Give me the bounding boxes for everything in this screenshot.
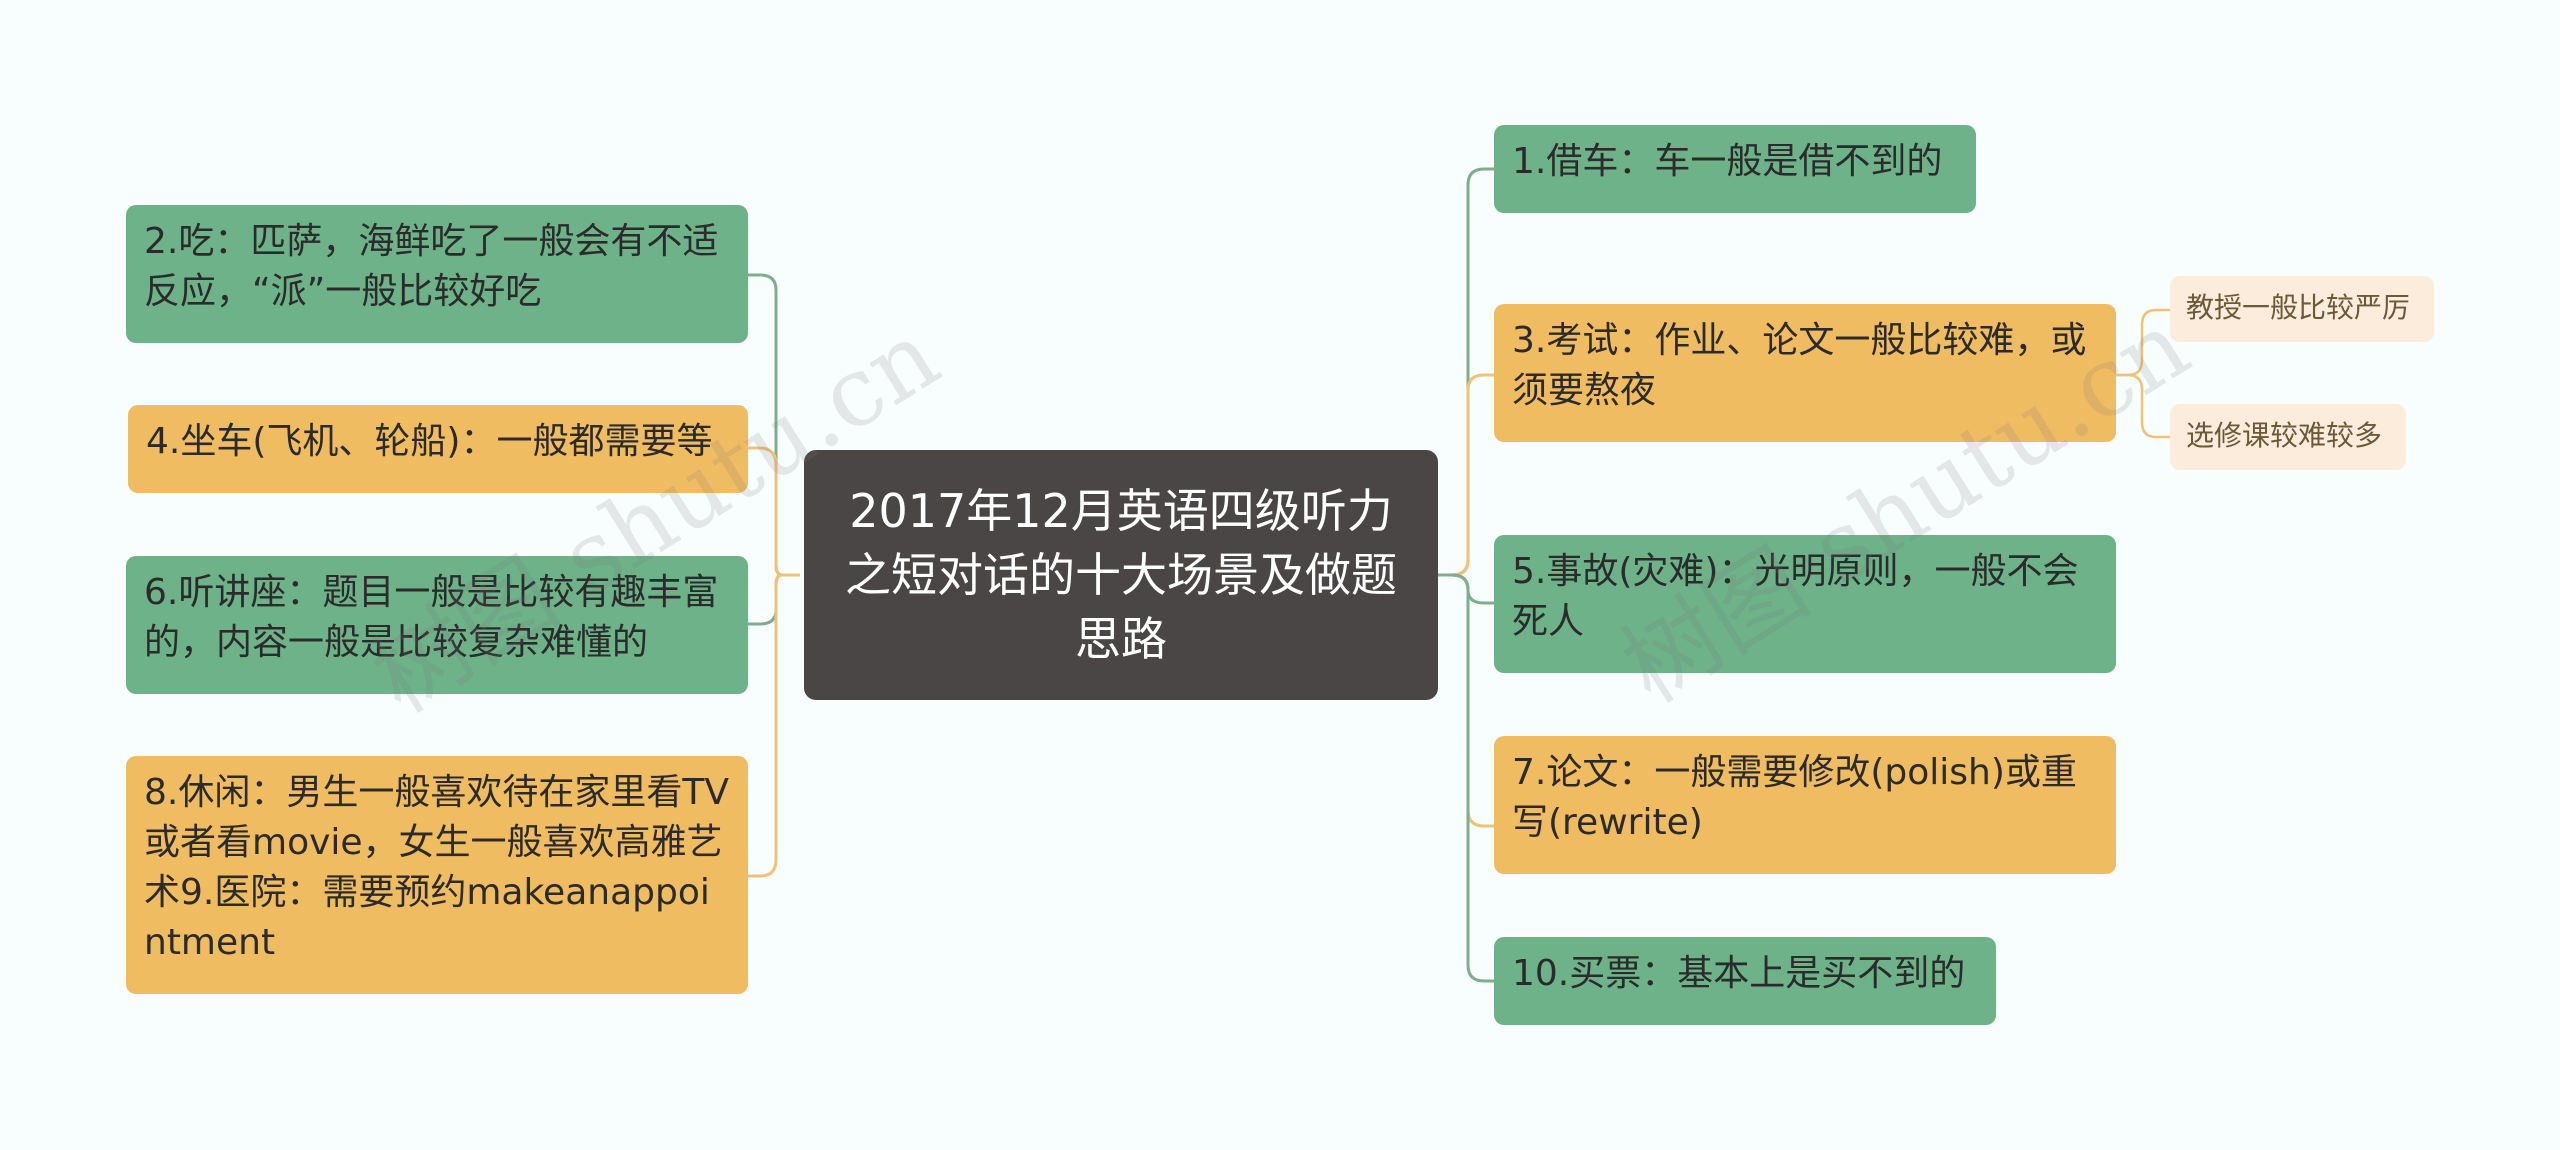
- connector-leaf-2: [2116, 373, 2170, 439]
- leaf-node-professor[interactable]: 教授一般比较严厉: [2170, 276, 2434, 342]
- branch-node-2-text: 2.吃：匹萨，海鲜吃了一般会有不适反应，“派”一般比较好吃: [144, 221, 719, 312]
- central-topic-title: 2017年12月英语四级听力之短对话的十大场景及做题思路: [845, 484, 1397, 666]
- branch-node-7[interactable]: 7.论文：一般需要修改(polish)或重写(rewrite): [1494, 736, 2116, 874]
- connector-right-10: [1438, 573, 1494, 983]
- central-topic[interactable]: 2017年12月英语四级听力之短对话的十大场景及做题思路: [804, 450, 1438, 700]
- leaf-node-elective[interactable]: 选修课较难较多: [2170, 404, 2406, 470]
- branch-node-8[interactable]: 8.休闲：男生一般喜欢待在家里看TV或者看movie，女生一般喜欢高雅艺术9.医…: [126, 756, 748, 994]
- branch-node-4-text: 4.坐车(飞机、轮船)：一般都需要等: [146, 421, 713, 462]
- branch-node-1-text: 1.借车：车一般是借不到的: [1512, 141, 1943, 182]
- connector-right-3: [1438, 373, 1494, 577]
- branch-node-10-text: 10.买票：基本上是买不到的: [1512, 953, 1966, 994]
- connector-right-7: [1438, 573, 1494, 828]
- connector-left-3: [748, 573, 800, 626]
- connector-left-1: [748, 273, 800, 577]
- branch-node-6[interactable]: 6.听讲座：题目一般是比较有趣丰富的，内容一般是比较复杂难懂的: [126, 556, 748, 694]
- branch-node-5[interactable]: 5.事故(灾难)：光明原则，一般不会死人: [1494, 535, 2116, 673]
- leaf-node-elective-text: 选修课较难较多: [2186, 419, 2383, 452]
- branch-node-3-text: 3.考试：作业、论文一般比较难，或须要熬夜: [1512, 320, 2087, 411]
- connector-left-2: [748, 446, 800, 577]
- branch-node-10[interactable]: 10.买票：基本上是买不到的: [1494, 937, 1996, 1025]
- branch-node-2[interactable]: 2.吃：匹萨，海鲜吃了一般会有不适反应，“派”一般比较好吃: [126, 205, 748, 343]
- leaf-node-professor-text: 教授一般比较严厉: [2186, 291, 2411, 324]
- branch-node-7-text: 7.论文：一般需要修改(polish)或重写(rewrite): [1512, 752, 2077, 843]
- connector-right-1: [1438, 167, 1494, 577]
- connector-left-4: [748, 573, 800, 878]
- branch-node-4[interactable]: 4.坐车(飞机、轮船)：一般都需要等: [128, 405, 748, 493]
- branch-node-3[interactable]: 3.考试：作业、论文一般比较难，或须要熬夜: [1494, 304, 2116, 442]
- branch-node-5-text: 5.事故(灾难)：光明原则，一般不会死人: [1512, 551, 2079, 642]
- connector-leaf-1: [2116, 308, 2170, 377]
- branch-node-8-text: 8.休闲：男生一般喜欢待在家里看TV或者看movie，女生一般喜欢高雅艺术9.医…: [144, 772, 729, 963]
- branch-node-6-text: 6.听讲座：题目一般是比较有趣丰富的，内容一般是比较复杂难懂的: [144, 572, 719, 663]
- branch-node-1[interactable]: 1.借车：车一般是借不到的: [1494, 125, 1976, 213]
